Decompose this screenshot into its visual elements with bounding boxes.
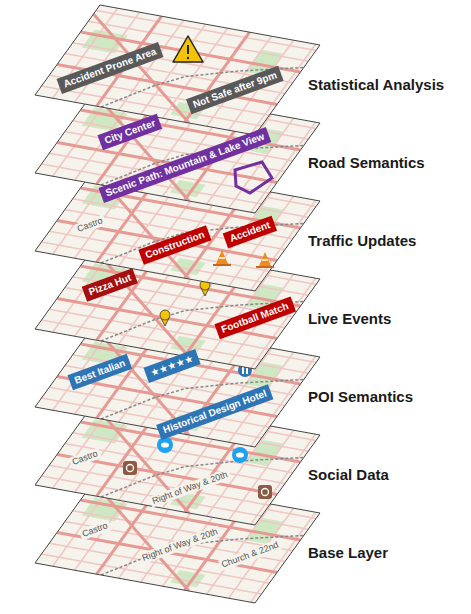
scenic-route <box>235 162 272 193</box>
map-pin <box>160 310 170 326</box>
instagram-icon <box>258 485 272 499</box>
layer-name: Statistical Analysis <box>308 76 444 94</box>
layer-name: Social Data <box>308 466 389 484</box>
traffic-cone <box>256 252 274 268</box>
layer-name: Base Layer <box>308 544 388 562</box>
layer-name: POI Semantics <box>308 388 413 406</box>
instagram-icon <box>123 461 137 475</box>
layer-name: Road Semantics <box>308 154 425 172</box>
twitter-icon <box>157 437 173 453</box>
traffic-cone <box>213 250 231 266</box>
layer-name: Traffic Updates <box>308 232 416 250</box>
layer-name: Live Events <box>308 310 391 328</box>
warning-sign <box>173 36 203 62</box>
twitter-icon <box>232 447 248 463</box>
map-layer <box>35 5 320 135</box>
